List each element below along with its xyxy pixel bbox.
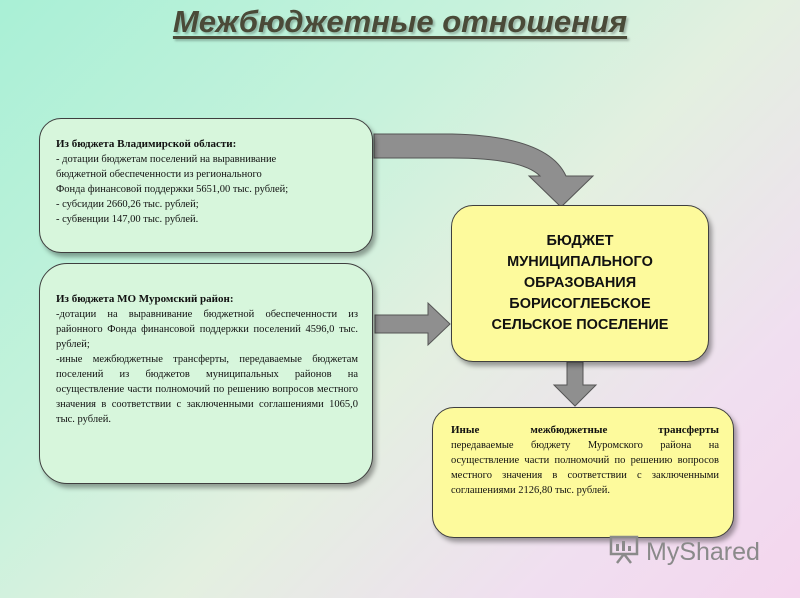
district-budget-header: Из бюджета МО Муромский район: [56, 293, 234, 305]
district-para: -иные межбюджетные трансферты, передавае… [56, 354, 358, 425]
transfers-text: передаваемые бюджету Муромского района н… [451, 440, 719, 496]
regional-line: Фонда финансовой поддержки 5651,00 тыс. … [56, 184, 289, 195]
watermark-text: MyShared [646, 538, 760, 566]
right-arrow [374, 301, 451, 347]
transfers-box: Иные межбюджетные трансферты передаваемы… [432, 407, 734, 538]
transfers-header: Иные межбюджетные трансферты [451, 424, 719, 436]
main-budget-line: БЮДЖЕТ [546, 233, 614, 249]
regional-line: - субвенции 147,00 тыс. рублей. [56, 214, 199, 225]
watermark-logo: MyShared [608, 534, 760, 571]
curved-arrow [373, 133, 595, 208]
district-para: -дотации на выравнивание бюджетной обесп… [56, 309, 358, 350]
main-budget-line: БОРИСОГЛЕБСКОЕ [509, 296, 651, 312]
main-budget-box: БЮДЖЕТ МУНИЦИПАЛЬНОГО ОБРАЗОВАНИЯ БОРИСО… [451, 205, 709, 362]
main-budget-line: СЕЛЬСКОЕ ПОСЕЛЕНИЕ [491, 317, 669, 333]
regional-line: бюджетной обеспеченности из региональног… [56, 169, 262, 180]
main-budget-line: МУНИЦИПАЛЬНОГО [507, 254, 653, 270]
regional-budget-box: Из бюджета Владимирской области: - дотац… [39, 118, 373, 253]
main-budget-line: ОБРАЗОВАНИЯ [523, 275, 637, 291]
regional-line: - субсидии 2660,26 тыс. рублей; [56, 199, 199, 210]
down-arrow [552, 361, 598, 407]
district-budget-box: Из бюджета МО Муромский район: -дотации … [39, 263, 373, 484]
regional-budget-header: Из бюджета Владимирской области: [56, 138, 237, 150]
presentation-board-icon [608, 534, 640, 571]
regional-line: - дотации бюджетам поселений на выравнив… [56, 154, 277, 165]
page-title: Межбюджетные отношения [172, 4, 628, 39]
